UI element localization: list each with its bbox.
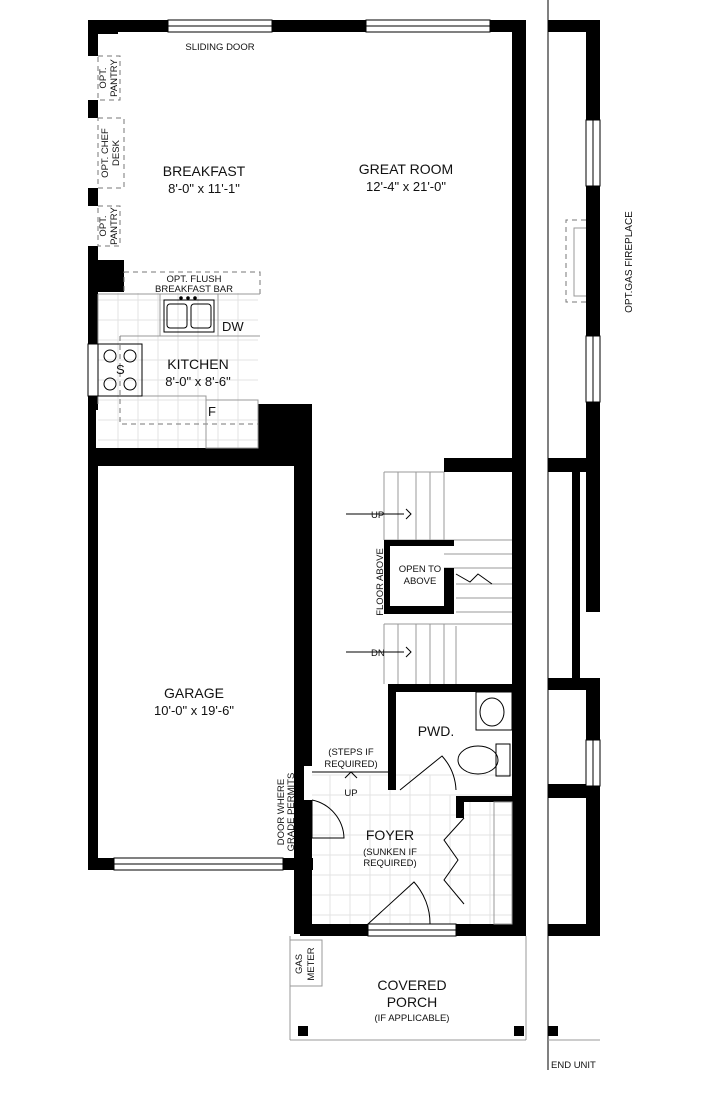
opt-chef-desk-line1: OPT. CHEF xyxy=(100,128,111,178)
powder-room xyxy=(388,684,514,818)
great-room-name: GREAT ROOM xyxy=(359,161,453,177)
great-room-dim: 12'-4" x 21'-0" xyxy=(366,179,446,194)
foyer-note-line2: REQUIRED) xyxy=(363,858,416,869)
stairs-up-label: UP xyxy=(371,510,384,521)
gas-meter-line1: GAS xyxy=(294,954,305,974)
pwd-name: PWD. xyxy=(418,723,455,739)
opt-pantry-top-line2: PANTRY xyxy=(109,59,120,97)
kitchen-dim: 8'-0" x 8'-6" xyxy=(165,374,231,389)
fridge-label: F xyxy=(208,404,216,419)
gas-meter-line2: METER xyxy=(306,947,317,980)
kitchen-cabinets xyxy=(97,271,261,449)
opt-flush-bar-line1: OPT. FLUSH xyxy=(167,274,222,285)
breakfast-dim: 8'-0" x 11'-1" xyxy=(168,181,240,196)
garage-dim: 10'-0" x 19'-6" xyxy=(154,703,234,718)
opt-chef-desk-line2: DESK xyxy=(111,139,122,166)
steps-note-line1: (STEPS IF xyxy=(328,747,374,758)
foyer-note-line1: (SUNKEN IF xyxy=(363,847,417,858)
steps-up-label: UP xyxy=(344,788,357,799)
porch xyxy=(289,936,527,1041)
stairs-down-label: DN xyxy=(371,648,385,659)
porch-note: (IF APPLICABLE) xyxy=(375,1013,450,1024)
steps-note-line2: REQUIRED) xyxy=(324,759,377,770)
opt-pantry-bottom-line2: PANTRY xyxy=(109,207,120,245)
opt-flush-bar-line2: BREAKFAST BAR xyxy=(155,284,233,295)
steps-up-arrow-icon xyxy=(344,771,358,779)
end-unit-label: END UNIT xyxy=(551,1060,596,1071)
foyer-tile-floor xyxy=(312,774,515,925)
opt-gas-fireplace-label: OPT.GAS FIREPLACE xyxy=(624,211,635,313)
door-grade-line1: DOOR WHERE xyxy=(276,779,287,846)
porch-line1: COVERED xyxy=(377,977,446,993)
opt-pantry-top-line1: OPT. xyxy=(98,67,109,88)
dishwasher-label: DW xyxy=(222,319,244,334)
stove-label: S xyxy=(116,362,125,377)
foyer-doors xyxy=(311,771,513,925)
end-unit-walls xyxy=(547,0,601,1070)
porch-line2: PORCH xyxy=(387,994,438,1010)
door-grade-line2: GRADE PERMITS xyxy=(286,773,297,852)
breakfast-name: BREAKFAST xyxy=(163,163,246,179)
open-to-above-line2: ABOVE xyxy=(404,576,437,587)
sliding-door-label: SLIDING DOOR xyxy=(185,42,254,53)
foyer-name: FOYER xyxy=(366,827,414,843)
floor-above-label: FLOOR ABOVE xyxy=(375,548,386,616)
windows xyxy=(87,19,491,937)
exterior-walls xyxy=(88,20,526,936)
left-built-ins xyxy=(97,55,125,247)
stairs xyxy=(346,471,512,684)
kitchen-name: KITCHEN xyxy=(167,356,228,372)
opt-pantry-bottom-line1: OPT. xyxy=(98,215,109,236)
open-to-above-line1: OPEN TO xyxy=(399,564,441,575)
garage-name: GARAGE xyxy=(164,685,224,701)
